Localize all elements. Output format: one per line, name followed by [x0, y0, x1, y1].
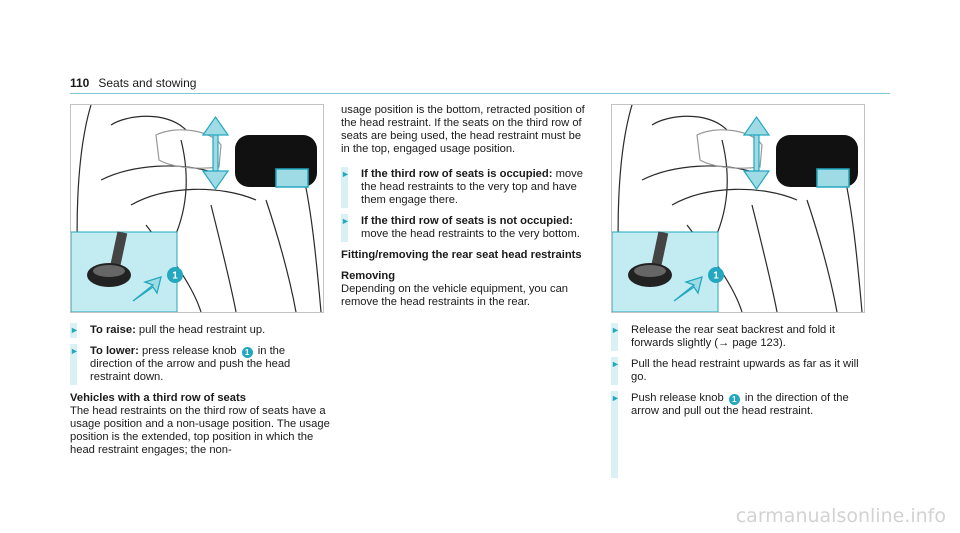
step-occupied: ► If the third row of seats is occupied:… [341, 167, 583, 208]
left-column: ► To raise: pull the head restraint up. … [70, 323, 330, 457]
section-title: Seats and stowing [98, 76, 197, 90]
continuation-text: usage position is the bottom, retracted … [341, 104, 585, 155]
step-lower: ► To lower: press release knob 1 in the … [70, 344, 291, 385]
arrow-icon: ► [70, 325, 79, 335]
third-row-heading: Vehicles with a third row of seats [70, 392, 246, 404]
arrow-icon: ► [341, 169, 350, 179]
removing-heading: Removing [341, 270, 396, 282]
knob-badge: 1 [728, 394, 740, 405]
removing-text: Depending on the vehicle equipment, you … [341, 283, 569, 308]
callout-number: 1 [172, 271, 178, 282]
callout-number: 1 [713, 271, 719, 282]
knob-badge: 1 [241, 347, 253, 358]
step-release-backrest: ► Release the rear seat backrest and fol… [611, 323, 835, 351]
header-rule [70, 93, 890, 94]
arrow-icon: ► [611, 325, 620, 335]
figure-head-restraint-remove: 1 [611, 104, 865, 313]
arrow-icon: ► [611, 393, 620, 403]
figure-head-restraint-adjust: 1 [70, 104, 324, 313]
third-row-text: The head restraints on the third row of … [70, 405, 330, 456]
page-header: 110 Seats and stowing [70, 76, 196, 90]
page-number: 110 [70, 76, 90, 90]
step-pull-up: ► Pull the head restraint upwards as far… [611, 357, 859, 385]
step-push-knob: ► Push release knob 1 in the direction o… [611, 391, 867, 478]
arrow-icon: ► [341, 216, 350, 226]
watermark: carmanualsonline.info [735, 505, 946, 527]
arrow-icon: ► [611, 359, 620, 369]
step-raise: ► To raise: pull the head restraint up. [70, 323, 266, 338]
step-not-occupied: ► If the third row of seats is not occup… [341, 214, 580, 242]
middle-column: usage position is the bottom, retracted … [341, 104, 591, 309]
arrow-icon: ► [70, 346, 79, 356]
fitting-heading: Fitting/removing the rear seat head rest… [341, 249, 582, 261]
right-column: ► Release the rear seat backrest and fol… [611, 323, 867, 478]
